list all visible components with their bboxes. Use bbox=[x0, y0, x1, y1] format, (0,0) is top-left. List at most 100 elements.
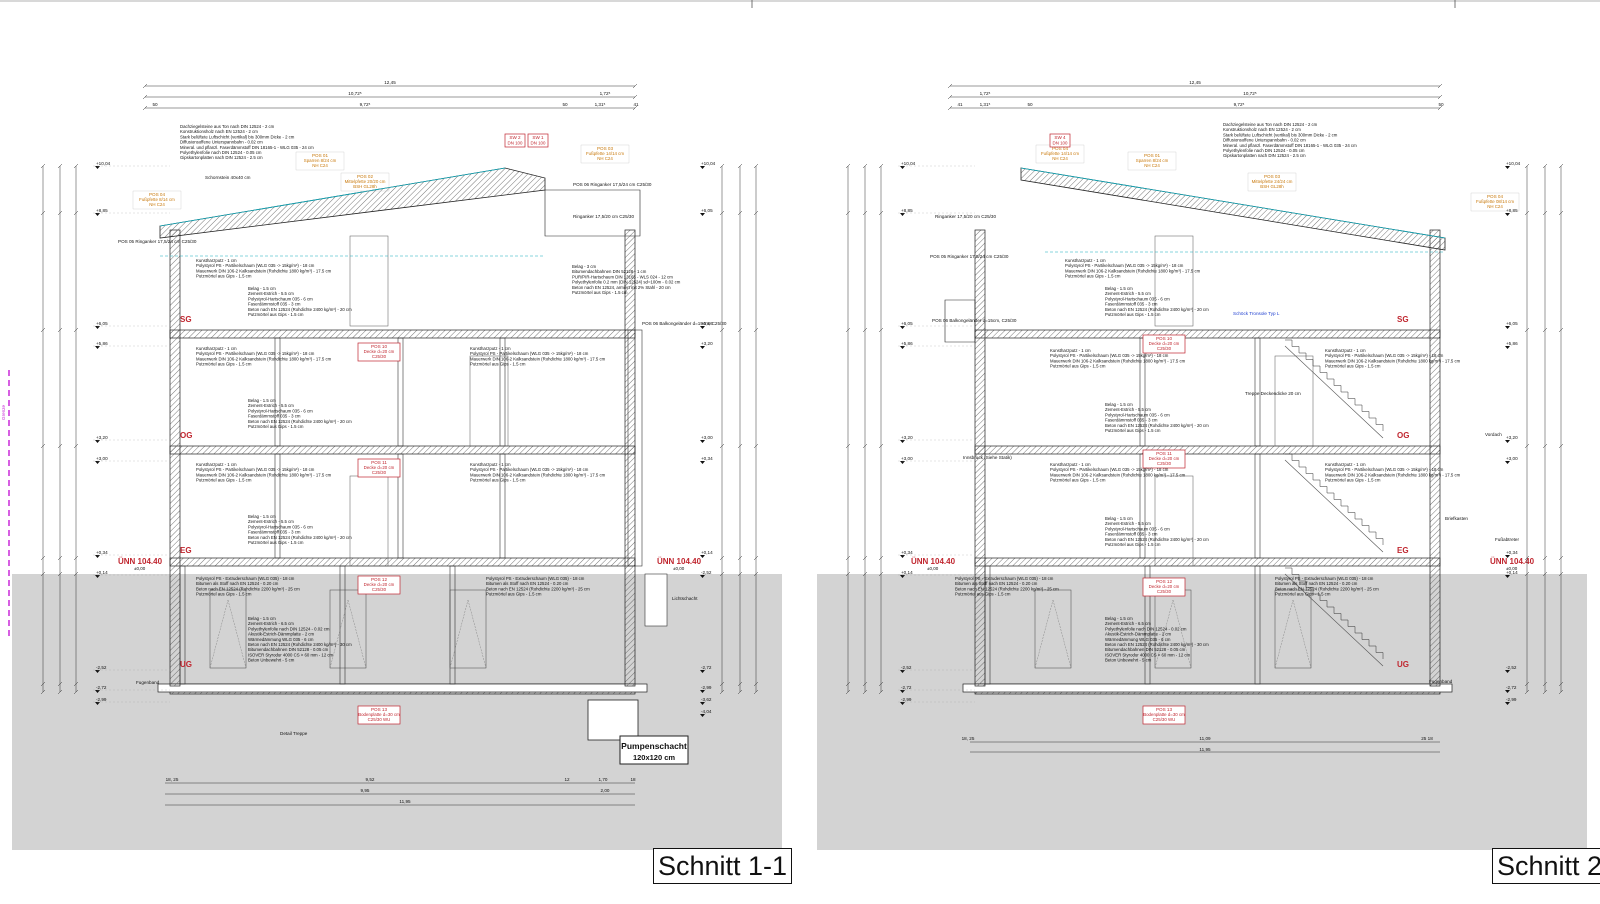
layer-note: Polystyrol PS - Extruderschaum (WLG 035)… bbox=[1275, 576, 1374, 581]
top-dim-5: 50 bbox=[562, 102, 568, 107]
door bbox=[449, 589, 487, 669]
note-2: POS 06 Ringanker 17,5/24 cm C25/30 bbox=[573, 182, 652, 187]
roof bbox=[944, 167, 1446, 343]
level-triangle bbox=[95, 575, 100, 578]
level-triangle bbox=[95, 461, 100, 464]
level-triangle bbox=[95, 702, 100, 705]
red-label-frame bbox=[1142, 577, 1186, 597]
level-triangle bbox=[900, 346, 905, 349]
pos-label-2: POS 02 bbox=[357, 174, 374, 179]
level-triangle bbox=[900, 670, 905, 673]
door-swing bbox=[1274, 599, 1294, 669]
layer-note: Beton Unbewehrt - 5 cm bbox=[1105, 658, 1152, 663]
layer-note: Mauerwerk DIN 106-2 Kalksandstein (Rohdi… bbox=[1325, 472, 1461, 477]
floor-slab-1 bbox=[169, 329, 636, 339]
level-triangle bbox=[700, 555, 705, 558]
dim-tick bbox=[1542, 555, 1548, 561]
red-label-0: SW 2 bbox=[509, 135, 521, 140]
pos-label-frame bbox=[580, 144, 630, 164]
top-dim-2: 1,72⁵ bbox=[600, 91, 611, 96]
level-left-5: +3,00 bbox=[901, 456, 913, 461]
exterior-wall-right bbox=[1429, 229, 1441, 687]
level-right-8: -2,72 bbox=[701, 665, 712, 670]
dim-tick bbox=[1542, 681, 1548, 687]
layer-note: Beton nach EN 12524 (Rohdichte 2400 kg/m… bbox=[1105, 307, 1209, 312]
level-triangle bbox=[700, 213, 705, 216]
level-triangle bbox=[700, 670, 705, 673]
layer-note: Dachziegelsteine aus Ton nach DIN 12524 … bbox=[180, 124, 275, 129]
bottom-dim-0: 18, 25 bbox=[166, 777, 179, 782]
dim-tick bbox=[737, 443, 743, 449]
floor-label-OG: OG bbox=[1397, 431, 1409, 440]
pos-label-1: POS 01 bbox=[1144, 153, 1161, 158]
floor-label-SG: SG bbox=[180, 315, 192, 324]
layer-note: Polystyrol PS - Partikelschaum (WLG 035 … bbox=[1065, 263, 1184, 268]
roof bbox=[159, 167, 641, 257]
layer-note: Putzmörtel aus Gips - 1.5 cm bbox=[1050, 364, 1106, 369]
layer-note: Bitumen als Stoff nach EN 12524 - 0.20 c… bbox=[196, 581, 279, 586]
red-label-1: SW 1 bbox=[532, 135, 544, 140]
dim-tick bbox=[719, 555, 725, 561]
pos-sub-3: NH C24 bbox=[597, 156, 613, 161]
level-left-6: +0,34 bbox=[901, 550, 913, 555]
dim-tick bbox=[1542, 163, 1548, 169]
red-sub-2: C25/30 bbox=[372, 354, 387, 359]
door-swing bbox=[467, 599, 487, 669]
dim-tick bbox=[73, 571, 79, 577]
level-triangle bbox=[900, 702, 905, 705]
layer-note: Wärmedämmung WLG 035 - 6 cm bbox=[248, 637, 314, 642]
layer-note: Polystyrol PS - Partikelschaum (WLG 035 … bbox=[196, 263, 315, 268]
top-dim-7: 41 bbox=[633, 102, 639, 107]
dim-tick bbox=[1558, 163, 1564, 169]
dim-tick bbox=[632, 83, 638, 89]
dim-tick bbox=[1524, 210, 1530, 216]
red-label-4: POS 13 bbox=[1156, 707, 1173, 712]
level-left-4: +3,20 bbox=[901, 435, 913, 440]
layer-note: Beton nach EN 12524 (Rohdichte 2200 kg/m… bbox=[955, 586, 1059, 591]
layer-note: Putzmörtel aus Gips - 1.5 cm bbox=[470, 478, 526, 483]
layer-note: Putzmörtel aus Gips - 1.5 cm bbox=[470, 362, 526, 367]
layer-note: Polystyrol-Hartschaum 035 - 6 cm bbox=[248, 524, 313, 529]
pos-text-0: Fußpfette 14/14 cm bbox=[1041, 151, 1079, 156]
layer-note: Kunstharzputz - 1 cm bbox=[1325, 348, 1366, 353]
floor-slab-2 bbox=[974, 445, 1441, 455]
stair-stringer bbox=[1284, 459, 1384, 553]
level-triangle bbox=[1505, 213, 1510, 216]
layer-note: Putzmörtel aus Gips - 1.5 cm bbox=[1105, 428, 1161, 433]
red-label-4: POS 12 bbox=[371, 577, 388, 582]
level-right-4: +3,00 bbox=[701, 435, 713, 440]
bottom-dim-2: 12 bbox=[564, 777, 570, 782]
level-right-3: +3,20 bbox=[701, 341, 713, 346]
pump-sub: 120x120 cm bbox=[633, 753, 675, 762]
ground-level-label-right: ÜNN 104.40 bbox=[1490, 557, 1535, 566]
inner-wall-eg-1 bbox=[274, 453, 281, 559]
layer-note: Mauerwerk DIN 106-2 Kalksandstein (Rohdi… bbox=[196, 356, 332, 361]
note-2: POS 06 Balkongeländer d=15cm, C25/30 bbox=[932, 318, 1017, 323]
dim-tick bbox=[737, 327, 743, 333]
level-left-3: +5,86 bbox=[901, 341, 913, 346]
dim-tick bbox=[862, 681, 868, 687]
layer-note: Beton nach EN 12524 (Rohdichte 2200 kg/m… bbox=[486, 586, 590, 591]
floor-label-EG: EG bbox=[1397, 546, 1409, 555]
note-9: Innsbruck (Siehe Statik) bbox=[963, 455, 1012, 460]
pump-label-box bbox=[619, 735, 689, 765]
red-sub-4: C25/30 bbox=[372, 587, 387, 592]
level-right-10: -2,99 bbox=[1506, 697, 1517, 702]
red-sub-1: C25/30 bbox=[1157, 346, 1172, 351]
dim-tick bbox=[753, 555, 759, 561]
door-swing bbox=[1034, 599, 1054, 669]
note-8: Fugenband bbox=[1429, 679, 1453, 684]
red-sub-2: C25/30 bbox=[1157, 461, 1172, 466]
dim-tick bbox=[1558, 689, 1564, 695]
level-right-1: +6,05 bbox=[701, 208, 713, 213]
basement-wall bbox=[1254, 565, 1261, 685]
layer-note: Gipskartonplatten nach DIN 12524 - 2.5 c… bbox=[1223, 153, 1306, 158]
level-triangle bbox=[95, 326, 100, 329]
basement-wall bbox=[179, 565, 186, 685]
level-right-4: +3,20 bbox=[1506, 435, 1518, 440]
level-right-0: +10,04 bbox=[1506, 161, 1521, 166]
top-dim-6: 1,31⁵ bbox=[595, 102, 606, 107]
dim-tick bbox=[753, 210, 759, 216]
dim-tick bbox=[845, 689, 851, 695]
